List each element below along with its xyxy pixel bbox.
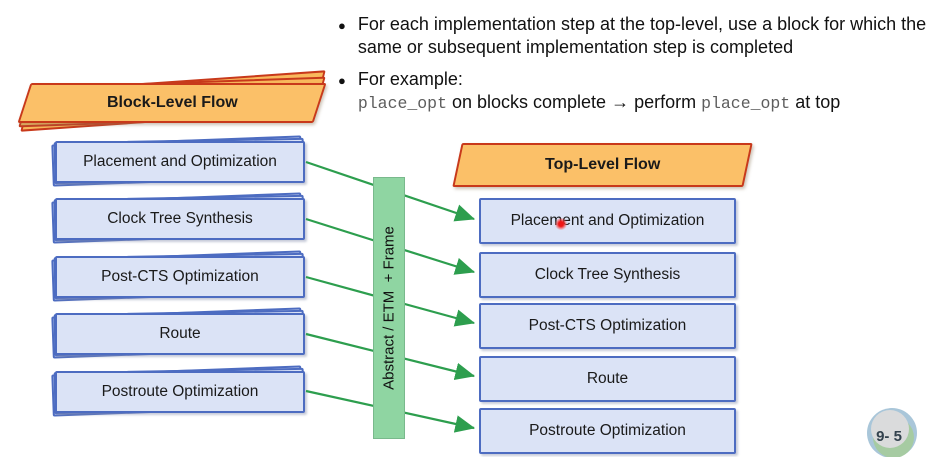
block-step-postroute: Postroute Optimization <box>51 365 305 417</box>
step-label: Clock Tree Synthesis <box>534 266 681 283</box>
connector-label: Abstract / ETM + Frame <box>380 226 398 390</box>
bullet-text: For each implementation step at the top-… <box>357 14 927 57</box>
bullet-item: ● For each implementation step at the to… <box>338 13 930 59</box>
block-step-cts: Clock Tree Synthesis <box>51 192 305 244</box>
step-label: Clock Tree Synthesis <box>107 210 253 227</box>
block-step-placement: Placement and Optimization <box>51 135 305 187</box>
step-label: Placement and Optimization <box>83 153 277 170</box>
page-number-badge: 9- 5 <box>867 408 917 457</box>
step-label: Post-CTS Optimization <box>528 317 687 334</box>
step-label: Post-CTS Optimization <box>101 268 259 285</box>
bullet-icon: ● <box>338 73 346 88</box>
page-number: 9- 5 <box>876 427 902 445</box>
step-label: Postroute Optimization <box>529 422 686 439</box>
bullet-list: ● For each implementation step at the to… <box>338 13 930 124</box>
bullet-intro: For example: <box>357 69 463 89</box>
bullet-item: ● For example: place_opt on blocks compl… <box>338 68 930 115</box>
top-step-cts: Clock Tree Synthesis <box>479 252 736 298</box>
top-step-route: Route <box>479 356 736 402</box>
step-label: Route <box>586 370 629 387</box>
abstract-etm-frame-bar: Abstract / ETM + Frame <box>373 177 405 439</box>
bullet-text-mid: on blocks complete → perform <box>446 92 702 112</box>
step-label: Postroute Optimization <box>101 383 259 400</box>
code-snippet: place_opt <box>701 94 791 113</box>
laser-pointer-dot <box>555 218 567 230</box>
block-step-postcts: Post-CTS Optimization <box>51 250 305 302</box>
top-step-placement: Placement and Optimization <box>479 198 736 244</box>
bullet-text-end: at top <box>790 92 841 112</box>
step-label: Route <box>159 325 201 342</box>
bullet-text: For example: place_opt on blocks complet… <box>358 68 930 115</box>
block-step-route: Route <box>51 307 305 359</box>
top-step-postcts: Post-CTS Optimization <box>479 303 736 349</box>
code-snippet: place_opt <box>357 94 447 113</box>
top-step-postroute: Postroute Optimization <box>479 408 736 454</box>
badge-globe-highlight <box>871 410 909 448</box>
bullet-icon: ● <box>338 18 346 33</box>
